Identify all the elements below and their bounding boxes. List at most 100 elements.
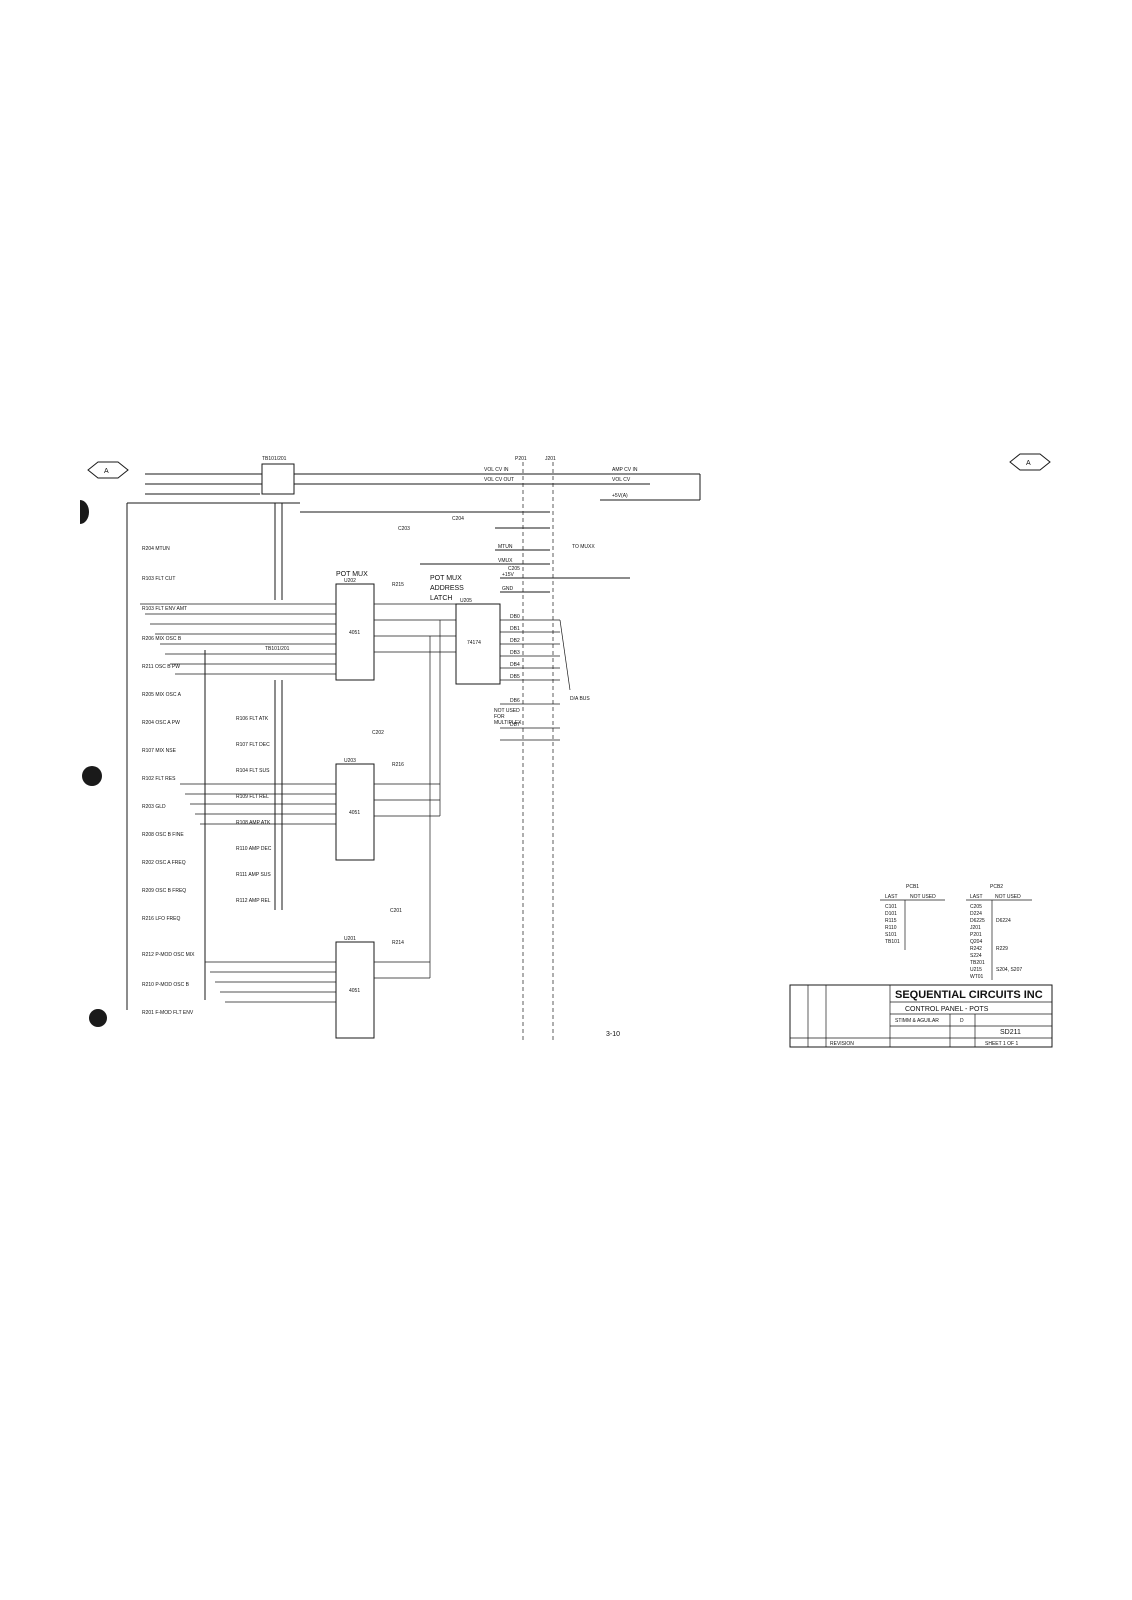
- svg-text:J201: J201: [970, 925, 981, 931]
- mux-input-wiring: [140, 603, 571, 1003]
- refdes-c205: C205: [508, 566, 520, 572]
- drawing-number: SD211: [1000, 1029, 1021, 1036]
- refdes-u202: U202: [344, 578, 356, 584]
- bus-line-label: DB6: [510, 698, 520, 704]
- svg-text:A: A: [104, 468, 109, 475]
- mux2-chip-label: 4051: [349, 810, 360, 816]
- svg-text:S101: S101: [885, 932, 897, 938]
- pot-label: R208 OSC B FINE: [142, 832, 184, 838]
- to-muxx-label: TO MUXX: [572, 544, 595, 550]
- vol-cv-label: VOL CV: [612, 477, 631, 483]
- svg-text:D224: D224: [970, 911, 982, 917]
- pot-label: R201 F-MOD FLT ENV: [142, 1010, 194, 1016]
- pot-label: R110 AMP DEC: [236, 846, 272, 852]
- svg-text:R242: R242: [970, 946, 982, 952]
- pot-label: R106 FLT ATK: [236, 716, 269, 722]
- svg-text:NOT USED: NOT USED: [910, 894, 936, 900]
- not-used-line1: NOT USED: [494, 708, 520, 714]
- revision-label: REVISION: [830, 1041, 854, 1047]
- amp-cv-in-label: AMP CV IN: [612, 467, 638, 473]
- latch-title-line1: POT MUX: [430, 575, 462, 582]
- pot-label: R202 OSC A FREQ: [142, 860, 186, 866]
- svg-text:LAST: LAST: [970, 894, 983, 900]
- svg-text:PCB1: PCB1: [906, 884, 919, 890]
- pcb2-table: PCB2 LAST NOT USED C205 D224 D6225 J201 …: [966, 884, 1032, 980]
- pot-label: R103 FLT ENV AMT: [142, 606, 187, 612]
- bus-line-label: DB2: [510, 638, 520, 644]
- sheet-number: SHEET 1 OF 1: [985, 1041, 1018, 1047]
- svg-text:D6225: D6225: [970, 918, 985, 924]
- pot-label: R111 AMP SUS: [236, 872, 271, 878]
- vol-cv-in-label: VOL CV IN: [484, 467, 509, 473]
- drawing-title: CONTROL PANEL - POTS: [905, 1006, 989, 1013]
- svg-text:C101: C101: [885, 904, 897, 910]
- gnd-label: GND: [502, 586, 514, 592]
- not-used-line3: MULTIPLEX: [494, 720, 522, 726]
- svg-text:U215: U215: [970, 967, 982, 973]
- zone-marker-right: A: [1009, 453, 1051, 471]
- binder-hole-top: [80, 500, 89, 524]
- latch-title-line2: ADDRESS: [430, 585, 464, 592]
- svg-text:R229: R229: [996, 946, 1008, 952]
- bus-line-label: DB3: [510, 650, 520, 656]
- zone-marker-left: A: [87, 461, 129, 479]
- svg-text:Q204: Q204: [970, 939, 982, 945]
- pot-list-left: R204 MTUN R103 FLT CUT R103 FLT ENV AMT …: [142, 546, 195, 1016]
- svg-text:WT01: WT01: [970, 974, 984, 980]
- bus-line-label: DB0: [510, 614, 520, 620]
- svg-text:LAST: LAST: [885, 894, 898, 900]
- refdes-c203: C203: [398, 526, 410, 532]
- top-signal-wiring: [145, 462, 701, 1040]
- pot-label: R205 MIX OSC A: [142, 692, 182, 698]
- refdes-u203: U203: [344, 758, 356, 764]
- svg-text:D101: D101: [885, 911, 897, 917]
- mux3-chip-label: 4051: [349, 988, 360, 994]
- svg-text:TB201: TB201: [970, 960, 985, 966]
- pot-label: R204 OSC A PW: [142, 720, 180, 726]
- svg-text:TB101: TB101: [885, 939, 900, 945]
- drawn-by: STIMM & AGUILAR: [895, 1018, 939, 1024]
- connector-p201-label: P201: [515, 456, 527, 462]
- binder-hole-bottom: [89, 1009, 107, 1027]
- bus-line-label: DB5: [510, 674, 520, 680]
- svg-text:R110: R110: [885, 925, 897, 931]
- pot-label: R204 MTUN: [142, 546, 170, 552]
- refdes-u201: U201: [344, 936, 356, 942]
- mtun-label: MTUN: [498, 544, 513, 550]
- latch-title-line3: LATCH: [430, 595, 452, 602]
- svg-text:A: A: [1026, 460, 1031, 467]
- latch-chip-label: 74174: [467, 640, 481, 646]
- not-used-line2: FOR: [494, 714, 505, 720]
- pot-label: R107 MIX NSE: [142, 748, 177, 754]
- svg-text:P201: P201: [970, 932, 982, 938]
- pot-label: R104 FLT SUS: [236, 768, 270, 774]
- drawing-size: D: [960, 1018, 964, 1024]
- pot-label: R212 P-MOD OSC MIX: [142, 952, 195, 958]
- data-bus-labels: DB0 DB1 DB2 DB3 DB4 DB5 DB6 DB7 D/A BUS …: [494, 614, 590, 728]
- da-bus-label: D/A BUS: [570, 696, 590, 702]
- vol-cv-out-label: VOL CV OUT: [484, 477, 514, 483]
- pot-label: R216 LFO FREQ: [142, 916, 180, 922]
- bus-line-label: DB4: [510, 662, 520, 668]
- company-name: SEQUENTIAL CIRCUITS INC: [895, 989, 1043, 1001]
- pot-label: R210 P-MOD OSC B: [142, 982, 190, 988]
- pot-label: R103 FLT CUT: [142, 576, 175, 582]
- plus5v-label: +5V(A): [612, 493, 628, 499]
- page-number: 3-10: [606, 1031, 620, 1038]
- connector-tb1-label: TB101/201: [262, 456, 287, 462]
- bus-line-label: DB1: [510, 626, 520, 632]
- binder-hole-mid: [82, 766, 102, 786]
- refdes-r215: R215: [392, 582, 404, 588]
- title-block: SEQUENTIAL CIRCUITS INC CONTROL PANEL - …: [789, 984, 1053, 1048]
- svg-text:D6224: D6224: [996, 918, 1011, 924]
- pcb1-table: PCB1 LAST NOT USED C101 D101 R115 R110 S…: [880, 884, 945, 950]
- mux1-chip-label: 4051: [349, 630, 360, 636]
- refdes-r216: R216: [392, 762, 404, 768]
- pot-label: R211 OSC B PW: [142, 664, 180, 670]
- svg-text:NOT USED: NOT USED: [995, 894, 1021, 900]
- vmux-label: VMUX: [498, 558, 513, 564]
- pot-label: R107 FLT DEC: [236, 742, 270, 748]
- pot-label: R209 OSC B FREQ: [142, 888, 186, 894]
- pot-label: R206 MIX OSC B: [142, 636, 182, 642]
- refdes-c201: C201: [390, 908, 402, 914]
